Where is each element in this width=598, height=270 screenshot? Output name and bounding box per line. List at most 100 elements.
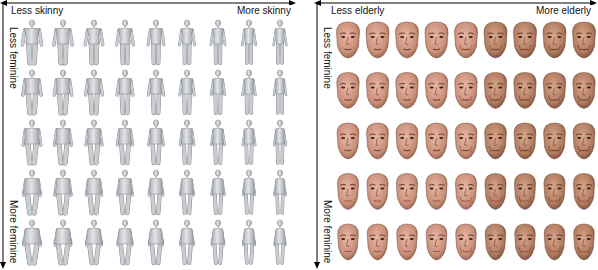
figure-part	[34, 42, 35, 63]
figure-part	[458, 33, 474, 34]
figure-part	[517, 235, 533, 236]
figure-part	[245, 92, 248, 113]
face-figure	[544, 224, 565, 260]
figure-part	[58, 242, 61, 263]
figure-part	[573, 22, 596, 58]
figure-part	[217, 26, 219, 29]
figure-part	[215, 170, 220, 176]
figure-part	[186, 176, 188, 179]
figure-part	[551, 200, 558, 202]
figure-part	[347, 37, 350, 45]
figure-part	[70, 30, 72, 45]
figure-part	[490, 96, 502, 102]
figure-part	[29, 20, 34, 26]
body-figure	[211, 70, 225, 113]
figure-part	[404, 99, 411, 101]
figure-part	[551, 48, 558, 50]
arrow-head	[314, 262, 320, 269]
figure-part	[397, 224, 418, 260]
figure-part	[212, 128, 223, 144]
face-figure	[543, 22, 566, 58]
figure-part	[337, 123, 359, 159]
figure-part	[215, 220, 220, 226]
figure-part	[458, 83, 474, 84]
figure-part	[244, 192, 249, 213]
figure-part	[494, 189, 497, 197]
figure-part	[376, 37, 379, 45]
figure-part	[376, 239, 379, 247]
figure-part	[528, 36, 532, 38]
figure-part	[276, 142, 280, 163]
face-figure	[455, 123, 477, 159]
body-figure	[274, 170, 285, 213]
figure-part	[275, 28, 285, 44]
figure-part	[463, 250, 470, 252]
figure-part	[439, 188, 443, 190]
face-figure	[425, 22, 448, 58]
figure-part	[280, 192, 284, 213]
figure-part	[244, 142, 248, 163]
body-figure	[243, 220, 256, 263]
figure-part	[89, 242, 92, 263]
figure-part	[280, 92, 284, 113]
figure-part	[215, 120, 220, 126]
figure-part	[275, 242, 279, 263]
figure-part	[547, 83, 563, 84]
figure-part	[214, 42, 217, 63]
figure-part	[551, 99, 558, 101]
figure-part	[517, 83, 533, 84]
figure-part	[63, 42, 69, 63]
face-figure	[484, 73, 506, 109]
figure-part	[87, 28, 102, 44]
figure-part	[275, 178, 286, 194]
figure-part	[117, 30, 119, 45]
figure-part	[280, 242, 284, 263]
figure-part	[345, 48, 352, 50]
figure-part	[351, 87, 355, 89]
figure-part	[246, 242, 247, 263]
figure-part	[188, 92, 192, 113]
figure-part	[544, 123, 566, 159]
figure-part	[469, 87, 473, 89]
figure-part	[251, 242, 252, 263]
figure-part	[179, 30, 181, 45]
figure-part	[156, 92, 161, 113]
body-figure	[180, 170, 193, 213]
figure-part	[62, 126, 64, 129]
figure-part	[338, 224, 359, 260]
figure-part	[380, 238, 384, 240]
figure-part	[122, 170, 127, 176]
figure-part	[85, 30, 87, 45]
figure-part	[489, 36, 493, 38]
figure-part	[29, 42, 30, 63]
figure-part	[150, 128, 163, 144]
figure-part	[93, 26, 95, 29]
figure-part	[574, 224, 595, 260]
figure-part	[371, 188, 375, 190]
figure-part	[543, 22, 566, 58]
figure-part	[347, 138, 350, 146]
body-figure	[148, 70, 163, 113]
figure-part	[463, 200, 470, 202]
figure-part	[578, 146, 590, 152]
figure-part	[484, 22, 507, 58]
figure-part	[57, 42, 63, 63]
body-figure	[22, 220, 41, 263]
figure-part	[396, 174, 417, 210]
figure-part	[374, 99, 381, 101]
figure-part	[544, 224, 565, 260]
figure-part	[96, 92, 97, 113]
figure-part	[89, 242, 92, 263]
figure-part	[576, 134, 592, 135]
figure-part	[24, 128, 40, 144]
face-figure	[544, 174, 565, 210]
figure-part	[217, 226, 219, 229]
figure-part	[211, 30, 213, 45]
figure-part	[244, 192, 248, 213]
body-figure	[274, 220, 286, 263]
figure-part	[406, 88, 409, 96]
figure-part	[117, 228, 134, 244]
figure-part	[27, 192, 30, 213]
figure-part	[39, 30, 41, 45]
figure-part	[29, 120, 34, 126]
